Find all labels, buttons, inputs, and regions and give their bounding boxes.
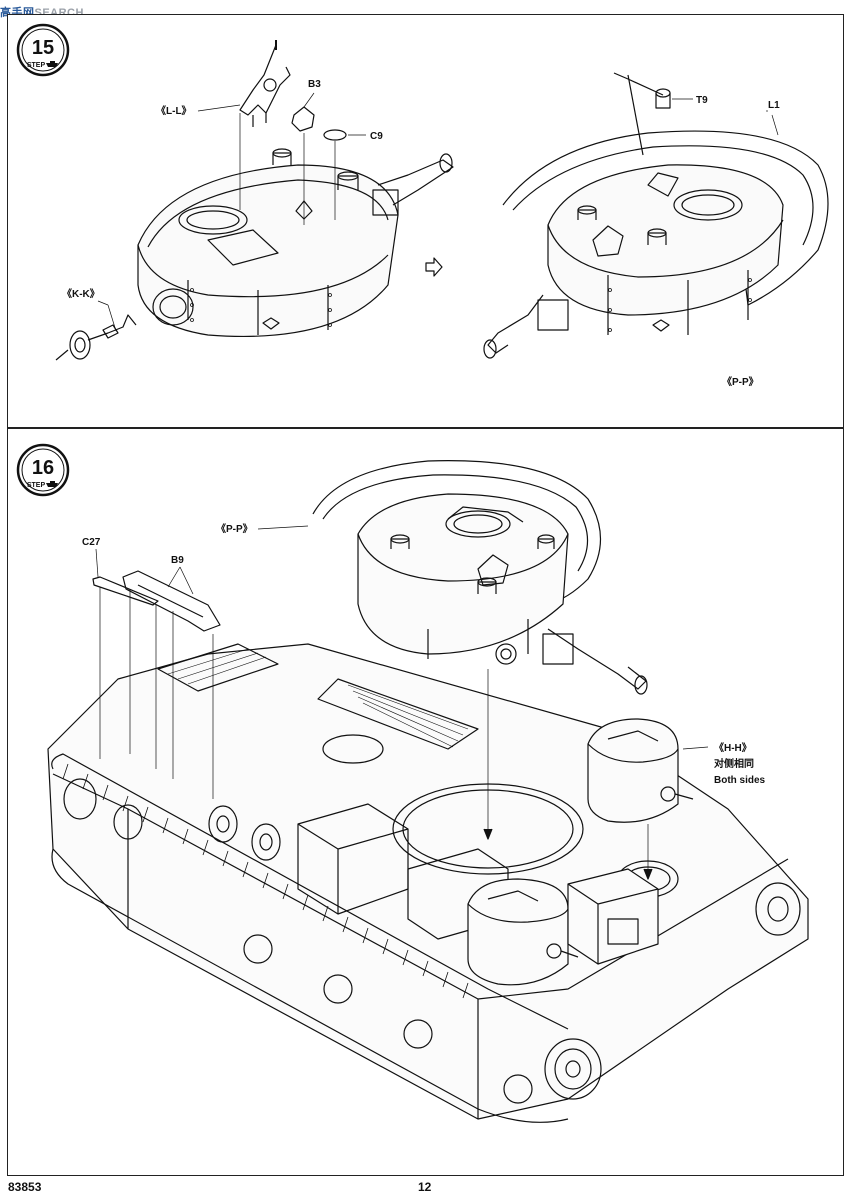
sub-turret-hh [587,718,694,823]
turret-left [137,148,454,338]
label-hh-en: Both sides [714,775,766,786]
part-ll [239,40,291,127]
label-c27: C27 [82,537,101,548]
label-c9: C9 [370,131,383,142]
sub-turret-front [467,878,579,986]
part-b3 [291,106,315,132]
step-15-number: 15 [32,37,54,59]
label-hh-cn: 对侧相同 [714,757,754,770]
turret-right [483,72,829,359]
step-16-word: STEP [27,482,46,489]
step-15-drawing: 《L-L》 B3 C9 《K-K》 T9 L1 《P-P》 [55,40,829,388]
tank-hull [47,643,809,1123]
label-pp-15: 《P-P》 [722,375,759,388]
label-ll: 《L-L》 [156,104,192,117]
label-kk: 《K-K》 [62,287,100,300]
step-15-badge: 15 STEP [16,23,70,77]
sub-turret-box [567,868,659,965]
label-b9: B9 [171,555,184,566]
step-15-word: STEP [27,62,46,69]
step-16-drawing: 《P-P》 C27 B9 《H-H》 对侧相同 Both sides [47,460,809,1123]
part-b9 [122,570,221,632]
product-code: 83853 [8,1180,42,1194]
step-16-badge: 16 STEP [16,443,70,497]
turret-pp [312,460,648,695]
step-arrow-icon [425,257,443,277]
page-number: 12 [418,1180,432,1194]
label-hh: 《H-H》 [714,741,752,754]
label-pp-16: 《P-P》 [216,522,253,535]
label-l1: L1 [768,100,780,111]
step-15-panel: 15 STEP [7,14,844,428]
step-16-number: 16 [32,457,54,479]
label-t9: T9 [696,95,708,106]
step-16-panel: 16 STEP [7,428,844,1176]
part-c27 [92,576,159,606]
part-c9 [323,129,347,141]
label-b3: B3 [308,79,321,90]
part-kk [55,314,137,361]
